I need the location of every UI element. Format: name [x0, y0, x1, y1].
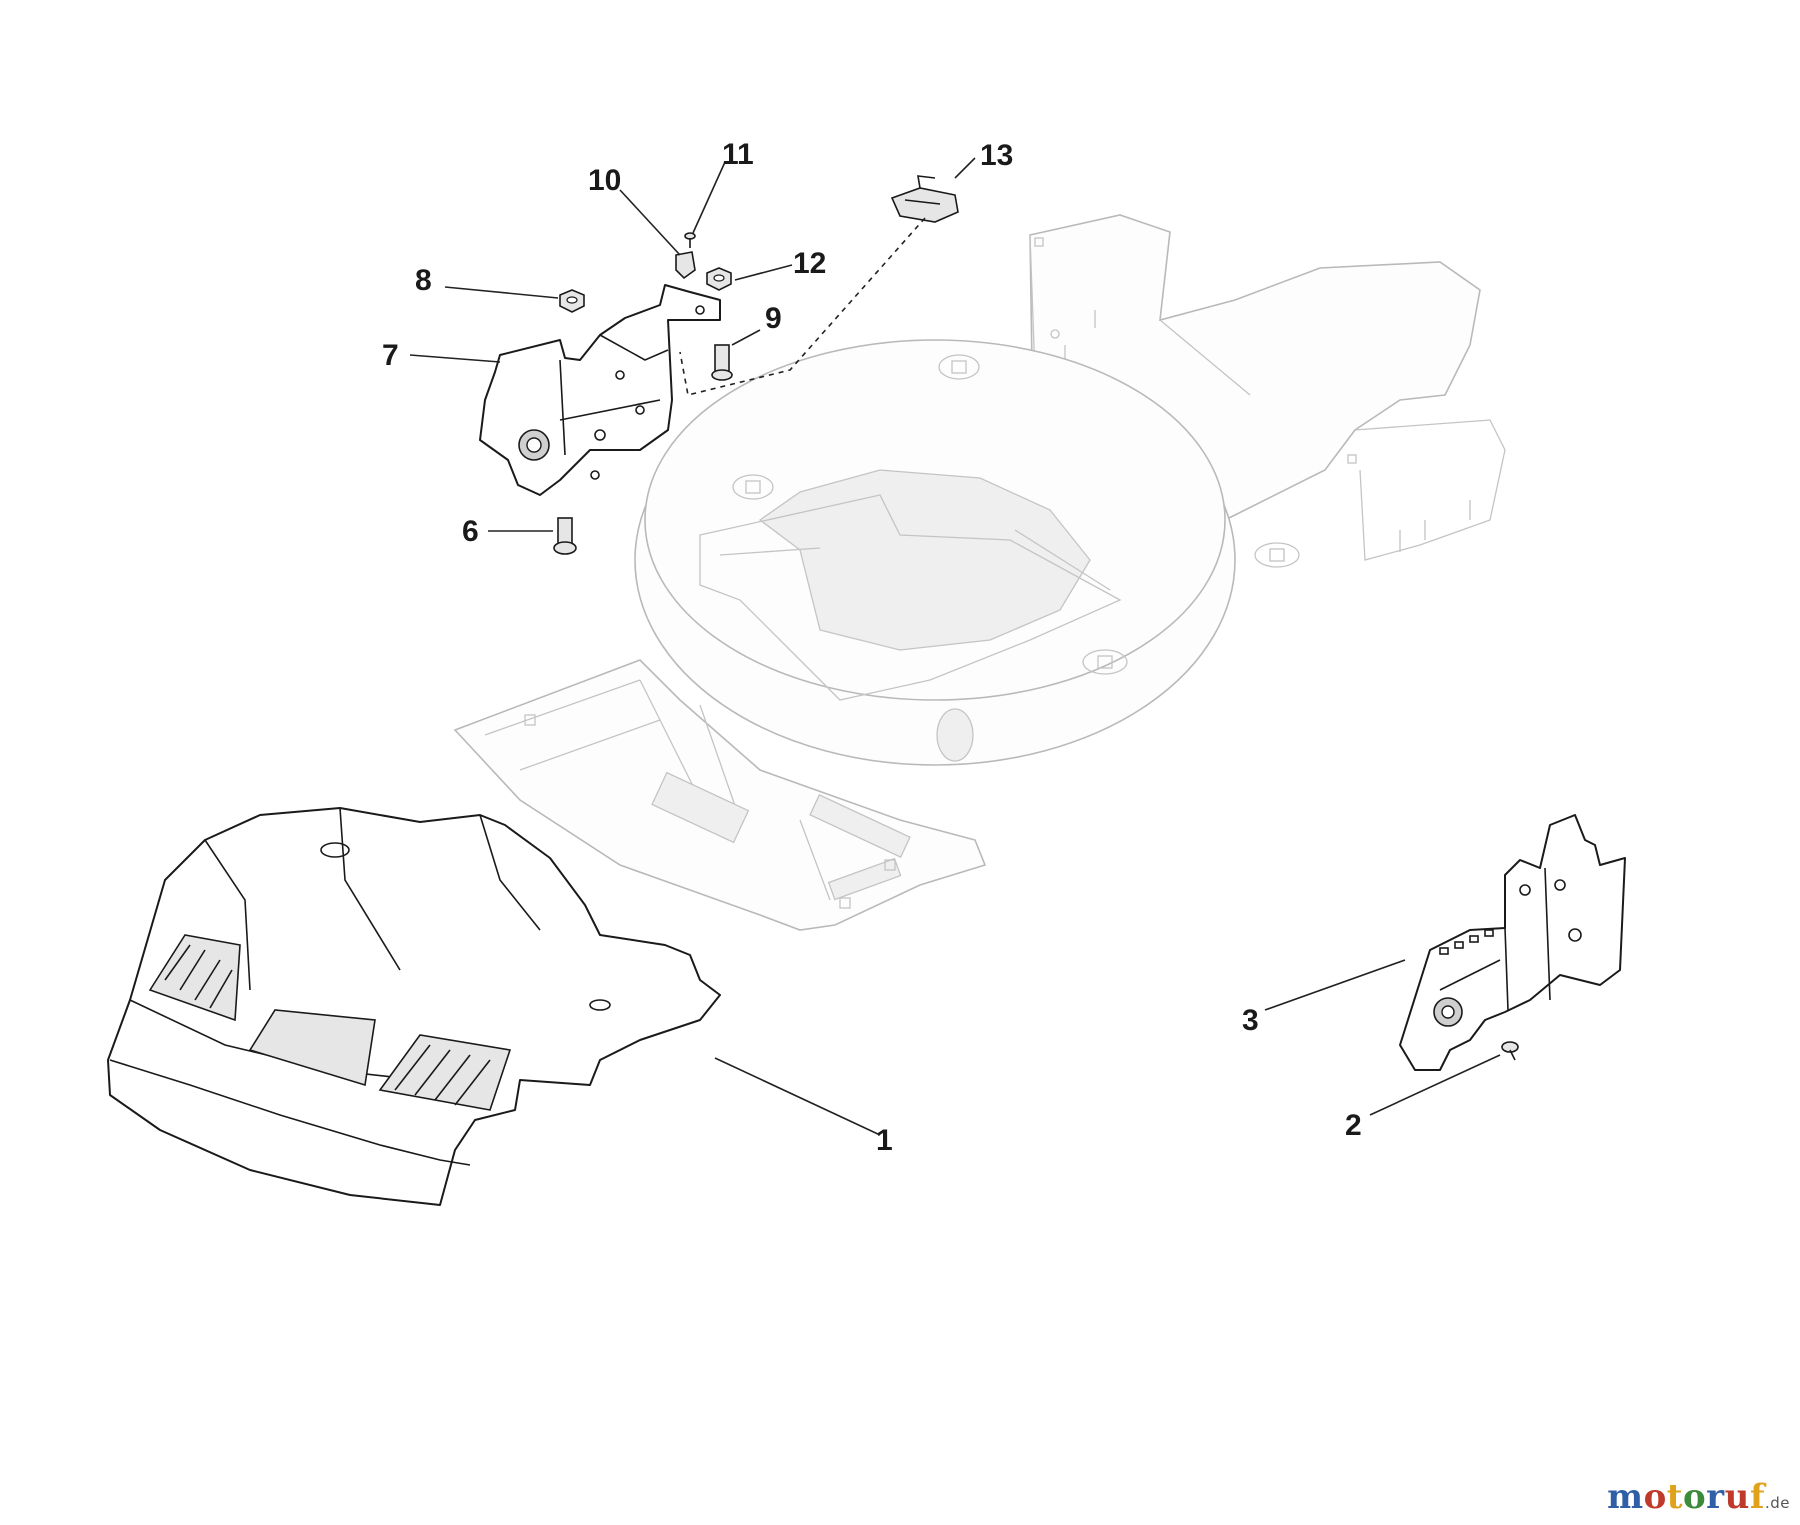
- logo-letter: m: [1607, 1477, 1644, 1517]
- logo-letter: r: [1706, 1477, 1725, 1517]
- bolt-left: [711, 344, 733, 381]
- wheel-bracket-right: [1399, 814, 1626, 1071]
- callout-labels: 1 2 3 6 7 8 9 10 11 12 13: [382, 138, 1362, 1157]
- bolt-lower-left: [553, 517, 577, 555]
- motoruf-logo: motoruf.de: [1607, 1477, 1790, 1517]
- callout-3: 3: [1242, 1004, 1259, 1037]
- callout-13: 13: [980, 139, 1013, 172]
- leader-lines: [409, 157, 1501, 1136]
- logo-letter: u: [1724, 1477, 1750, 1517]
- nut-right: [706, 267, 732, 291]
- callout-6: 6: [462, 515, 479, 548]
- callout-7: 7: [382, 339, 399, 372]
- screw-small: [684, 232, 696, 248]
- logo-letter: t: [1666, 1477, 1683, 1517]
- callout-10: 10: [588, 164, 621, 197]
- logo-letter: o: [1643, 1477, 1667, 1517]
- clip: [675, 251, 696, 280]
- callout-1: 1: [876, 1124, 893, 1157]
- callout-9: 9: [765, 302, 782, 335]
- callout-2: 2: [1345, 1109, 1362, 1142]
- callout-8: 8: [415, 264, 432, 297]
- callout-12: 12: [793, 247, 826, 280]
- logo-letter: f: [1749, 1477, 1765, 1517]
- cable-guide: [890, 175, 959, 223]
- front-cover: [107, 807, 721, 1206]
- logo-tld: .de: [1764, 1494, 1790, 1512]
- callout-11: 11: [722, 138, 754, 171]
- wheel-bracket-left: [479, 284, 721, 496]
- logo-letter: o: [1682, 1477, 1707, 1517]
- mower-deck-ghost: [453, 214, 1506, 931]
- screw-right: [1501, 1041, 1519, 1061]
- nut-left: [559, 289, 585, 313]
